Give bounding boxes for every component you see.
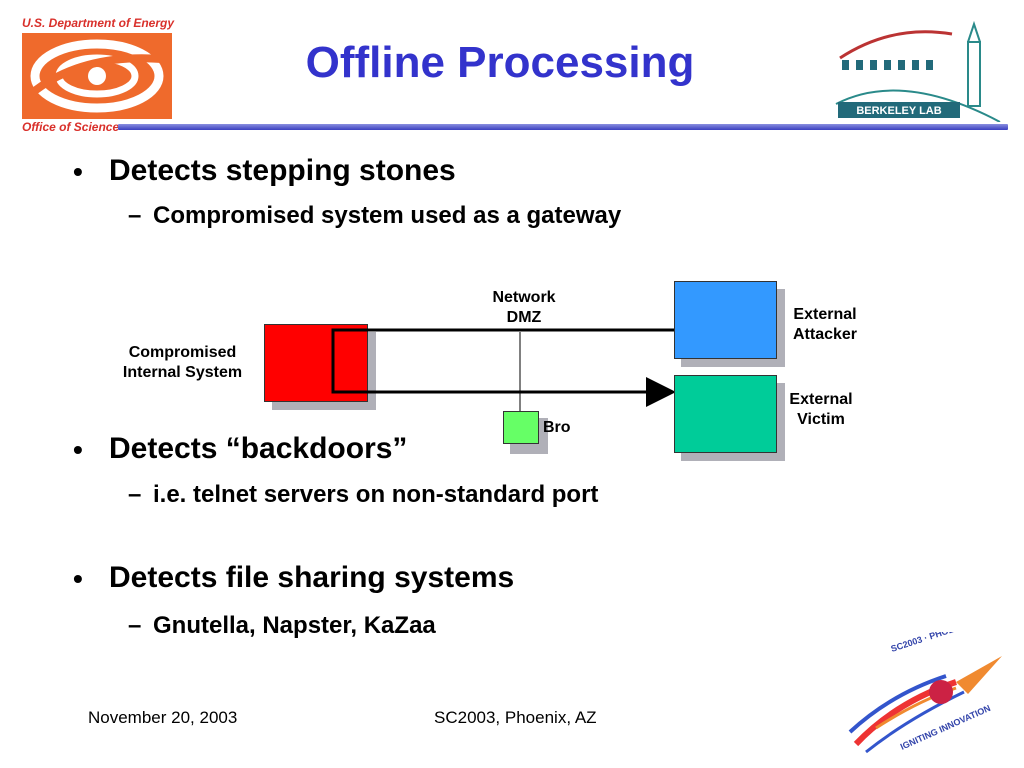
external-victim-box	[674, 375, 777, 453]
footer-event: SC2003, Phoenix, AZ	[434, 708, 597, 727]
berkeley-lab-text: BERKELEY LAB	[856, 105, 941, 117]
doe-name-top: U.S. Department of Energy	[22, 16, 175, 30]
external-attacker-box	[674, 281, 777, 359]
bro-monitor-box	[503, 411, 539, 444]
sub-bullet-2: i.e. telnet servers on non-standard port	[153, 481, 599, 508]
sub-bullet-dash: –	[128, 481, 142, 508]
page-title: Offline Processing	[305, 38, 695, 87]
sub-bullet-1: Compromised system used as a gateway	[153, 202, 622, 229]
badge-bottom-text: IGNITING INNOVATION	[899, 703, 992, 752]
bro-label: Bro	[543, 419, 571, 436]
external-victim-label: External Victim	[789, 391, 853, 428]
title-rule	[118, 124, 1008, 130]
bullet-dot: •	[73, 156, 83, 187]
doe-logo	[22, 33, 172, 119]
sub-bullet-3: Gnutella, Napster, KaZaa	[153, 612, 436, 639]
sub-bullet-dash: –	[128, 202, 142, 229]
compromised-label: Compromised Internal System	[122, 344, 243, 381]
berkeley-lab-logo: BERKELEY LAB	[835, 20, 1001, 122]
bullet-2: Detects “backdoors”	[109, 432, 408, 465]
sc2003-badge-logo: SC2003 · PHOENIX AZ IGNITING INNOVATION	[848, 632, 1002, 754]
sub-bullet-dash: –	[128, 612, 142, 639]
network-dmz-label: Network DMZ	[492, 289, 556, 326]
bullet-dot: •	[73, 563, 83, 594]
footer-date: November 20, 2003	[88, 708, 238, 727]
bullet-1: Detects stepping stones	[109, 154, 456, 187]
compromised-system-box	[264, 324, 368, 402]
bullet-3: Detects file sharing systems	[109, 561, 515, 594]
doe-name-bottom: Office of Science	[22, 120, 120, 134]
stepping-stone-path	[331, 328, 676, 407]
external-attacker-label: External Attacker	[792, 306, 858, 343]
bullet-dot: •	[73, 434, 83, 465]
badge-ring-text: SC2003 · PHOENIX AZ	[890, 632, 984, 654]
